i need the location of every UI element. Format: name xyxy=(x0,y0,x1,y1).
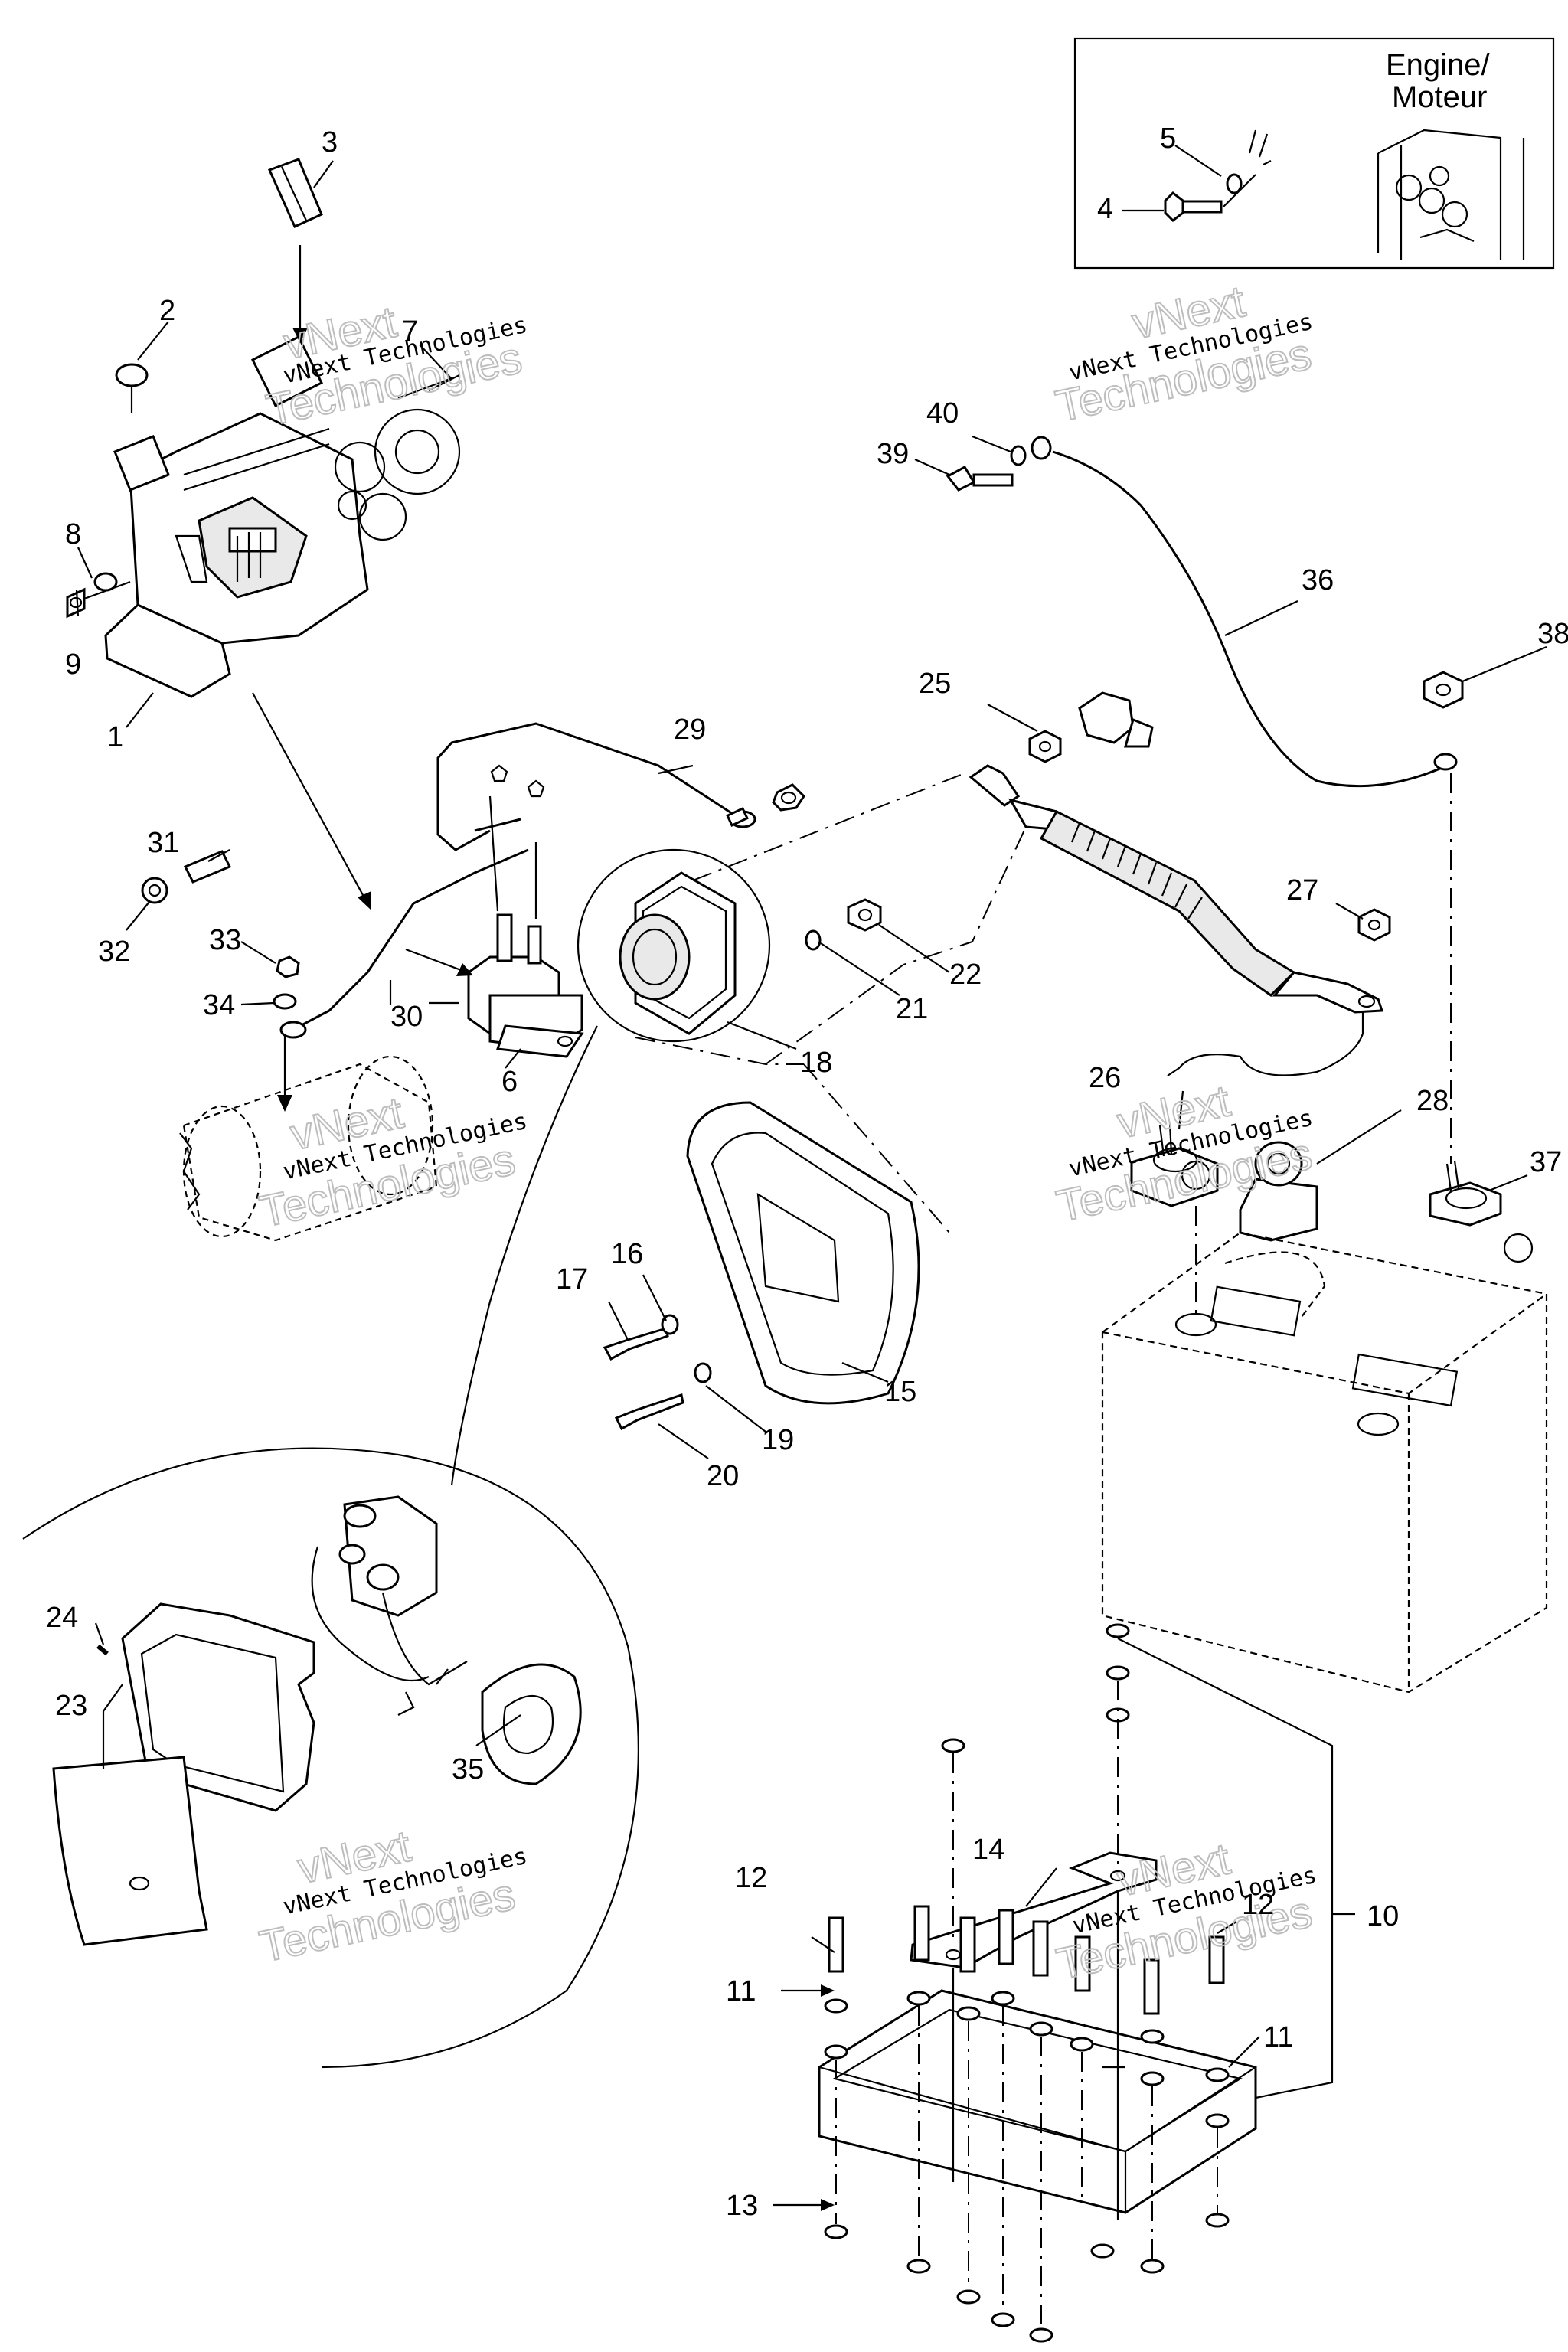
callout-4: 4 xyxy=(1097,193,1113,225)
callout-1: 1 xyxy=(107,721,123,753)
callout-34: 34 xyxy=(203,989,235,1021)
callout-30: 30 xyxy=(390,1001,423,1033)
battery xyxy=(1101,773,1548,1694)
detail-view xyxy=(22,1447,639,2069)
callout-9: 9 xyxy=(65,648,81,681)
callout-23: 23 xyxy=(55,1690,87,1722)
callout-27: 27 xyxy=(1286,874,1318,906)
callout-21: 21 xyxy=(896,993,928,1025)
battery-terminals xyxy=(1130,1123,1534,1263)
solenoid-bracket xyxy=(66,158,461,910)
callout-35: 35 xyxy=(452,1753,484,1785)
callout-7: 7 xyxy=(402,315,418,348)
callout-39: 39 xyxy=(877,438,909,470)
callout-13: 13 xyxy=(726,2190,758,2222)
callout-31: 31 xyxy=(147,827,179,859)
callout-10: 10 xyxy=(1367,1900,1399,1932)
callout-33: 33 xyxy=(209,924,241,956)
callout-12a: 12 xyxy=(735,1862,767,1894)
terminal-cover-housing xyxy=(577,773,1027,1431)
callout-6: 6 xyxy=(501,1066,518,1098)
callout-11b: 11 xyxy=(1263,2021,1293,2053)
callout-18: 18 xyxy=(800,1047,832,1079)
callout-8: 8 xyxy=(65,518,81,550)
callout-5: 5 xyxy=(1160,122,1176,155)
callout-17: 17 xyxy=(556,1263,588,1295)
inset-label-line2: Moteur xyxy=(1392,80,1488,114)
ground-cable xyxy=(946,436,1464,788)
callout-38: 38 xyxy=(1537,618,1568,650)
leader-lines xyxy=(75,145,1547,2207)
callout-3: 3 xyxy=(322,126,338,158)
callout-37: 37 xyxy=(1530,1146,1562,1178)
callout-11a: 11 xyxy=(726,1975,756,2007)
callout-28: 28 xyxy=(1416,1085,1449,1117)
relay-cables xyxy=(141,722,805,1112)
callout-16: 16 xyxy=(611,1238,643,1270)
callout-24: 24 xyxy=(46,1602,78,1634)
engine-inset: Engine/ Moteur xyxy=(1073,37,1555,270)
inset-label-line1: Engine/ xyxy=(1386,48,1491,82)
callout-2: 2 xyxy=(159,295,175,327)
callout-25: 25 xyxy=(919,668,951,700)
callout-22: 22 xyxy=(949,959,982,991)
callout-19: 19 xyxy=(762,1424,794,1456)
callout-14: 14 xyxy=(972,1834,1004,1866)
callout-29: 29 xyxy=(674,714,706,746)
starter-motor xyxy=(179,1055,438,1242)
callout-20: 20 xyxy=(707,1460,739,1492)
callout-32: 32 xyxy=(98,936,130,968)
battery-tray xyxy=(818,1623,1355,2343)
callout-26: 26 xyxy=(1089,1062,1121,1094)
callout-36: 36 xyxy=(1302,564,1334,596)
positive-cable xyxy=(969,691,1391,1076)
callout-15: 15 xyxy=(884,1376,916,1408)
callout-numbers: 1 2 3 4 5 6 7 8 9 10 11 11 12 12 13 14 1… xyxy=(46,122,1568,2222)
callout-40: 40 xyxy=(926,397,959,430)
callout-12b: 12 xyxy=(1242,1889,1274,1921)
